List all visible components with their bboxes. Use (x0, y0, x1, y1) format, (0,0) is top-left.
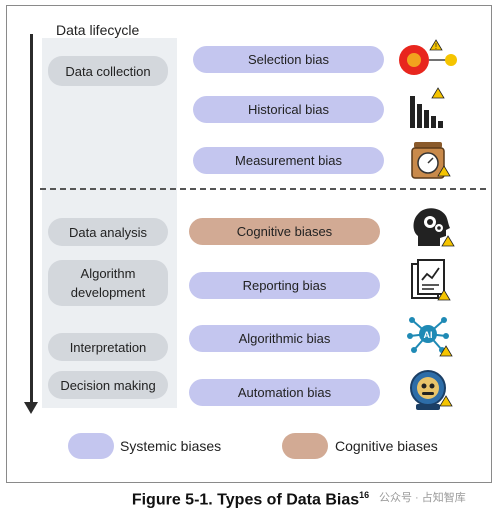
bias-algorithmic: Algorithmic bias (189, 325, 380, 352)
report-icon (411, 259, 451, 301)
legend-label-systemic: Systemic biases (120, 438, 222, 454)
ai-network-icon: AI (407, 317, 453, 357)
bias-cognitive: Cognitive biases (189, 218, 380, 245)
lifecycle-arrow (30, 34, 33, 406)
caption-text: Figure 5-1. Types of Data Bias (131, 491, 360, 509)
bias-automation: Automation bias (189, 379, 380, 406)
stage-data-collection: Data collection (48, 56, 168, 86)
lifecycle-arrow-head (24, 402, 38, 414)
lifecycle-title: Data lifecycle (56, 22, 140, 38)
stage-algorithm-development: Algorithm development (48, 260, 168, 306)
svg-text:AI: AI (424, 330, 433, 340)
bias-historical: Historical bias (193, 96, 384, 123)
bias-selection: Selection bias (193, 46, 384, 73)
robot-icon (410, 370, 453, 410)
legend-swatch-cognitive (282, 433, 328, 459)
bias-measurement: Measurement bias (193, 147, 384, 174)
caption-footnote: 16 (359, 490, 370, 500)
selection-icon: ! (399, 39, 457, 75)
figure-caption: Figure 5-1. Types of Data Bias16 (0, 490, 501, 509)
watermark: 公众号 · 占知智库 (376, 488, 469, 506)
phase-divider (40, 188, 486, 190)
head-gears-icon (413, 208, 455, 247)
svg-text:!: ! (435, 42, 437, 51)
bias-reporting: Reporting bias (189, 272, 380, 299)
stage-decision-making: Decision making (48, 371, 168, 399)
stage-data-analysis: Data analysis (48, 218, 168, 246)
stage-interpretation: Interpretation (48, 333, 168, 361)
scale-icon (411, 142, 451, 179)
legend-swatch-systemic (68, 433, 114, 459)
legend-label-cognitive: Cognitive biases (335, 438, 438, 454)
bar-chart-icon (410, 87, 445, 128)
